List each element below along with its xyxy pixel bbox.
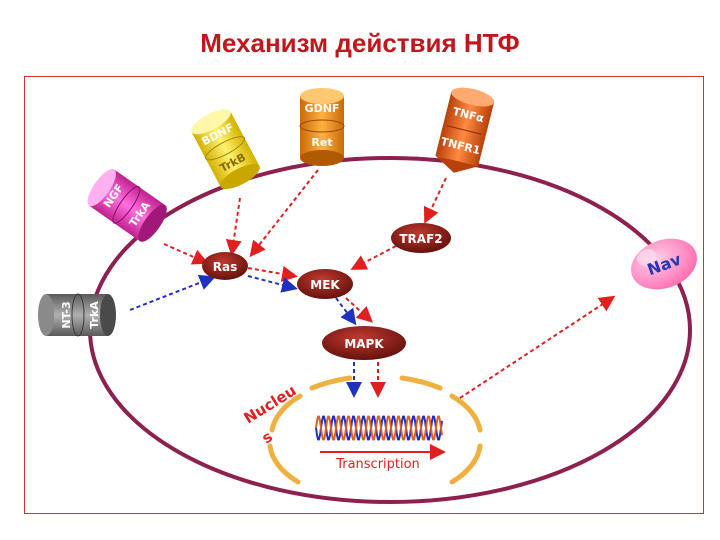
nt3-trka-receptor: NT-3 TrkA [38,293,116,337]
signal-arrows [129,169,616,399]
transcription-label: Transcription [335,457,420,472]
arrow-ras-mek-blue [247,275,298,293]
figure-frame [24,76,704,514]
traf2-label: TRAF2 [399,232,442,246]
gdnf-ret-receptor: GDNF Ret [299,88,345,166]
arrow-bdnf-ras [225,197,242,256]
arrow-nt3-ras [129,274,216,311]
arrow-nucleus-nav [459,295,616,399]
arrow-gdnf-ras [249,169,319,258]
gdnf-label: GDNF [305,102,340,115]
mapk-label: MAPK [344,337,384,351]
dna-helix-icon [315,415,443,441]
tnf-tnfr1-receptor: TNFα TNFR1 [435,87,495,173]
arrow-ngf-ras [163,243,209,265]
ret-label: Ret [311,136,332,149]
arrow-traf2-mek [350,245,397,270]
mapk-node: MAPK [322,326,406,360]
nav-channel: Nav [631,238,697,290]
arrow-tnf-traf2 [423,177,447,224]
bdnf-trkb-receptor: BDNF TrkB [191,109,260,190]
nt3-trka-label: TrkA [88,301,101,329]
nt3-label: NT-3 [60,301,73,328]
ras-node: Ras [202,252,248,280]
arrow-mek-mapk-blue [335,297,357,326]
ngf-trka-receptor: NGF TrkA [87,169,167,242]
arrow-mek-mapk-red [345,297,373,323]
mek-label: MEK [310,278,340,292]
arrow-ras-mek-red [247,266,298,282]
page-title: Механизм действия НТФ [200,28,520,58]
traf2-node: TRAF2 [391,223,451,253]
ras-label: Ras [213,260,237,274]
mek-node: MEK [297,269,353,299]
nucleus-envelope [267,375,483,485]
